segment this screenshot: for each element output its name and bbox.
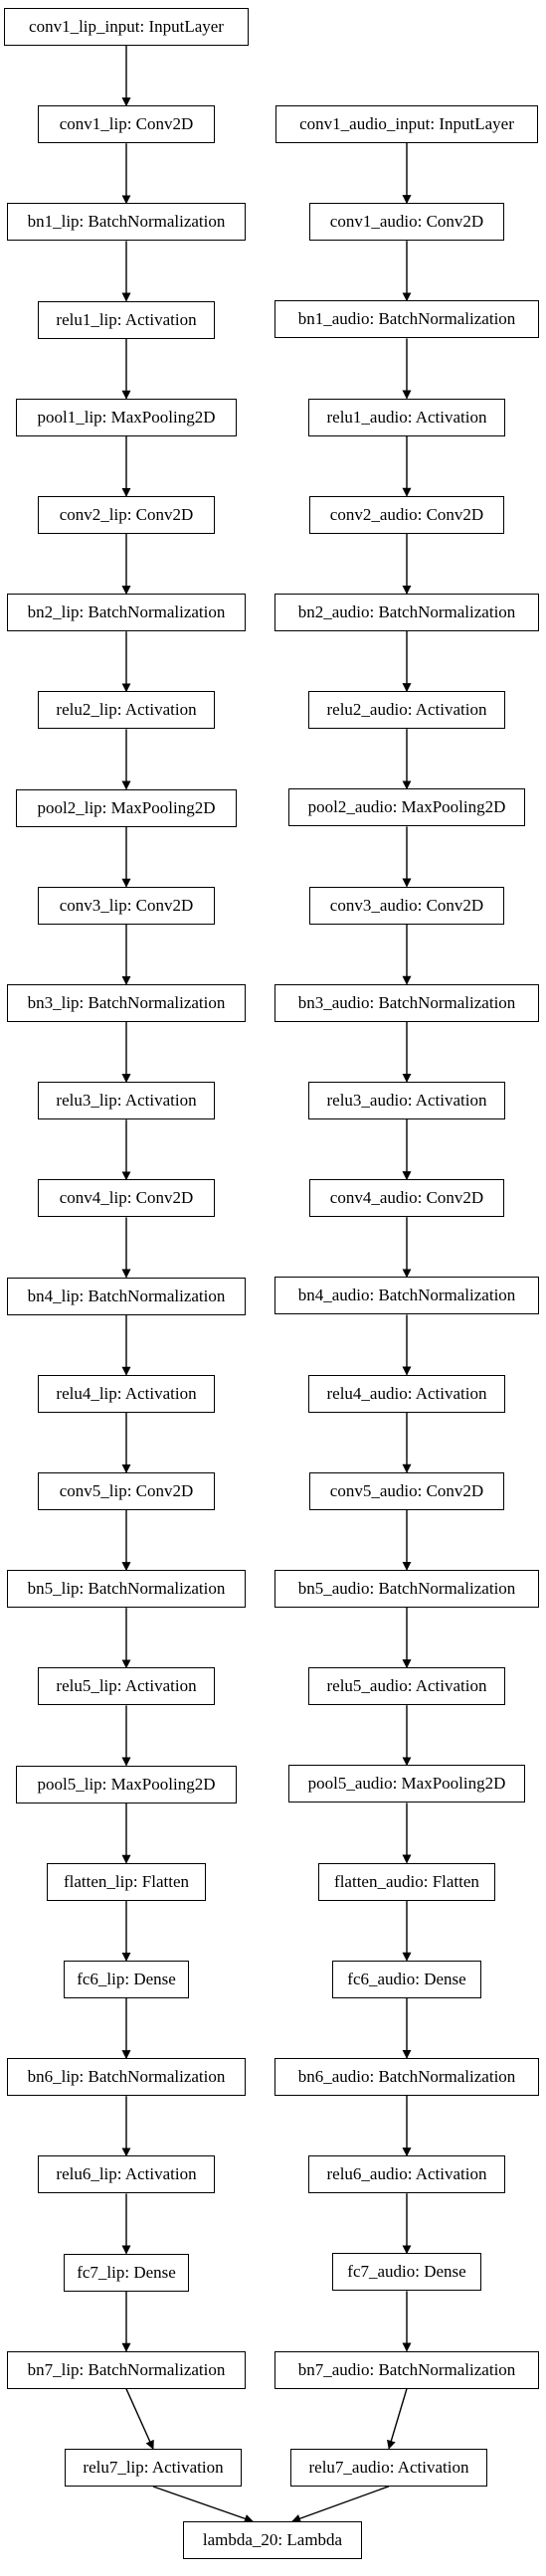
node-relu3-audio: relu3_audio: Activation	[308, 1082, 505, 1119]
node-conv3-lip: conv3_lip: Conv2D	[38, 886, 215, 925]
node-bn1-lip: bn1_lip: BatchNormalization	[7, 203, 246, 242]
node-conv5-lip: conv5_lip: Conv2D	[38, 1472, 215, 1510]
node-conv2-lip: conv2_lip: Conv2D	[38, 496, 215, 534]
node-flatten-audio: flatten_audio: Flatten	[318, 1862, 495, 1901]
node-conv1-audio: conv1_audio: Conv2D	[309, 203, 504, 242]
node-bn6-audio: bn6_audio: BatchNormalization	[274, 2058, 539, 2096]
node-conv1-lip: conv1_lip: Conv2D	[38, 105, 215, 144]
node-relu7-audio: relu7_audio: Activation	[290, 2448, 487, 2487]
node-pool5-audio: pool5_audio: MaxPooling2D	[288, 1765, 525, 1803]
node-bn5-audio: bn5_audio: BatchNormalization	[274, 1570, 539, 1608]
node-bn3-lip: bn3_lip: BatchNormalization	[7, 984, 246, 1022]
node-conv4-lip: conv4_lip: Conv2D	[38, 1179, 215, 1218]
node-fc6-lip: fc6_lip: Dense	[64, 1961, 189, 1998]
node-fc7-audio: fc7_audio: Dense	[332, 2253, 481, 2292]
node-bn2-audio: bn2_audio: BatchNormalization	[274, 594, 539, 631]
node-relu2-lip: relu2_lip: Activation	[38, 691, 215, 730]
node-flatten-lip: flatten_lip: Flatten	[47, 1862, 206, 1901]
node-bn3-audio: bn3_audio: BatchNormalization	[274, 983, 539, 1022]
merge-edge-audio	[291, 2486, 390, 2523]
node-relu4-lip: relu4_lip: Activation	[38, 1374, 215, 1413]
node-bn7-lip: bn7_lip: BatchNormalization	[7, 2350, 246, 2389]
node-bn2-lip: bn2_lip: BatchNormalization	[7, 594, 246, 632]
node-relu7-lip: relu7_lip: Activation	[65, 2449, 242, 2487]
node-pool1-lip: pool1_lip: MaxPooling2D	[16, 398, 237, 436]
node-relu6-audio: relu6_audio: Activation	[308, 2155, 505, 2194]
audio-edge-23	[387, 2388, 408, 2450]
node-relu5-lip: relu5_lip: Activation	[38, 1667, 215, 1706]
node-relu3-lip: relu3_lip: Activation	[38, 1082, 215, 1120]
node-conv1-lip-input: conv1_lip_input: InputLayer	[4, 8, 249, 46]
node-relu5-audio: relu5_audio: Activation	[308, 1667, 505, 1706]
node-conv3-audio: conv3_audio: Conv2D	[309, 886, 504, 925]
node-pool2-audio: pool2_audio: MaxPooling2D	[288, 788, 525, 827]
node-pool2-lip: pool2_lip: MaxPooling2D	[16, 788, 237, 827]
node-pool5-lip: pool5_lip: MaxPooling2D	[16, 1765, 237, 1803]
node-bn1-audio: bn1_audio: BatchNormalization	[274, 300, 539, 339]
node-fc6-audio: fc6_audio: Dense	[332, 1960, 481, 1998]
node-bn4-audio: bn4_audio: BatchNormalization	[274, 1277, 539, 1315]
node-bn7-audio: bn7_audio: BatchNormalization	[274, 2350, 539, 2389]
lip-edge-24	[125, 2388, 154, 2450]
merge-edge-lip	[152, 2486, 254, 2523]
node-relu4-audio: relu4_audio: Activation	[308, 1374, 505, 1413]
node-bn6-lip: bn6_lip: BatchNormalization	[7, 2058, 246, 2097]
node-fc7-lip: fc7_lip: Dense	[64, 2253, 189, 2292]
node-bn5-lip: bn5_lip: BatchNormalization	[7, 1570, 246, 1609]
node-relu2-audio: relu2_audio: Activation	[308, 691, 505, 730]
node-bn4-lip: bn4_lip: BatchNormalization	[7, 1277, 246, 1315]
node-conv4-audio: conv4_audio: Conv2D	[309, 1179, 504, 1218]
node-conv5-audio: conv5_audio: Conv2D	[309, 1471, 504, 1510]
node-relu6-lip: relu6_lip: Activation	[38, 2155, 215, 2194]
node-relu1-lip: relu1_lip: Activation	[38, 300, 215, 339]
node-conv1-audio-input: conv1_audio_input: InputLayer	[275, 105, 538, 143]
node-relu1-audio: relu1_audio: Activation	[308, 398, 505, 436]
node-conv2-audio: conv2_audio: Conv2D	[309, 495, 504, 534]
node-lambda-20: lambda_20: Lambda	[183, 2521, 362, 2559]
